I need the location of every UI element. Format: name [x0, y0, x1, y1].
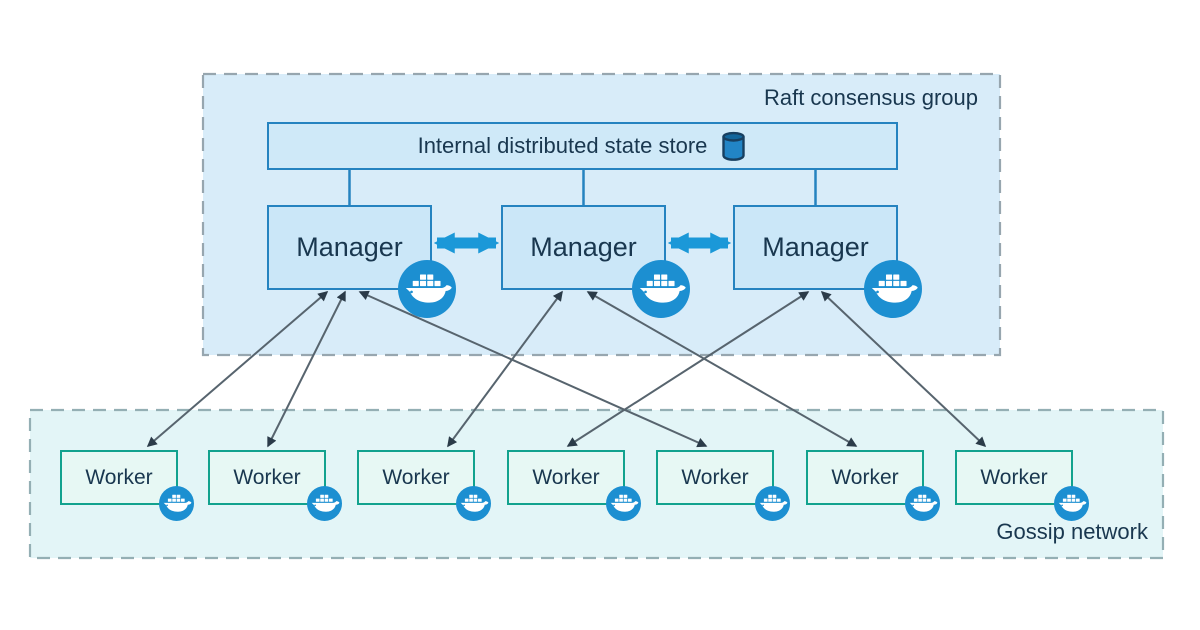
worker-3-box: Worker — [357, 450, 475, 505]
manager-label: Manager — [296, 232, 403, 262]
worker-1-box: Worker — [60, 450, 178, 505]
database-cylinder-icon — [722, 131, 746, 161]
worker-label: Worker — [85, 465, 153, 489]
docker-whale-icon — [754, 485, 790, 526]
worker-label: Worker — [382, 465, 450, 489]
worker-5-box: Worker — [656, 450, 774, 505]
worker-7-box: Worker — [955, 450, 1073, 505]
manager-label: Manager — [530, 232, 637, 262]
worker-label: Worker — [532, 465, 600, 489]
docker-whale-icon — [904, 485, 940, 526]
docker-whale-icon — [158, 485, 194, 526]
docker-whale-icon — [398, 260, 456, 323]
gossip-network-label: Gossip network — [996, 519, 1148, 544]
worker-4-box: Worker — [507, 450, 625, 505]
docker-whale-icon — [605, 485, 641, 526]
state-store-box: Internal distributed state store — [267, 122, 898, 170]
worker-2-box: Worker — [208, 450, 326, 505]
worker-label: Worker — [233, 465, 301, 489]
state-store-label: Internal distributed state store — [417, 133, 708, 158]
worker-label: Worker — [980, 465, 1048, 489]
docker-whale-icon — [306, 485, 342, 526]
worker-6-box: Worker — [806, 450, 924, 505]
docker-whale-icon — [864, 260, 922, 323]
docker-whale-icon — [455, 485, 491, 526]
manager-label: Manager — [762, 232, 869, 262]
worker-label: Worker — [681, 465, 749, 489]
raft-group-label: Raft consensus group — [763, 85, 978, 110]
worker-label: Worker — [831, 465, 899, 489]
docker-whale-icon — [1053, 485, 1089, 526]
docker-whale-icon — [632, 260, 690, 323]
